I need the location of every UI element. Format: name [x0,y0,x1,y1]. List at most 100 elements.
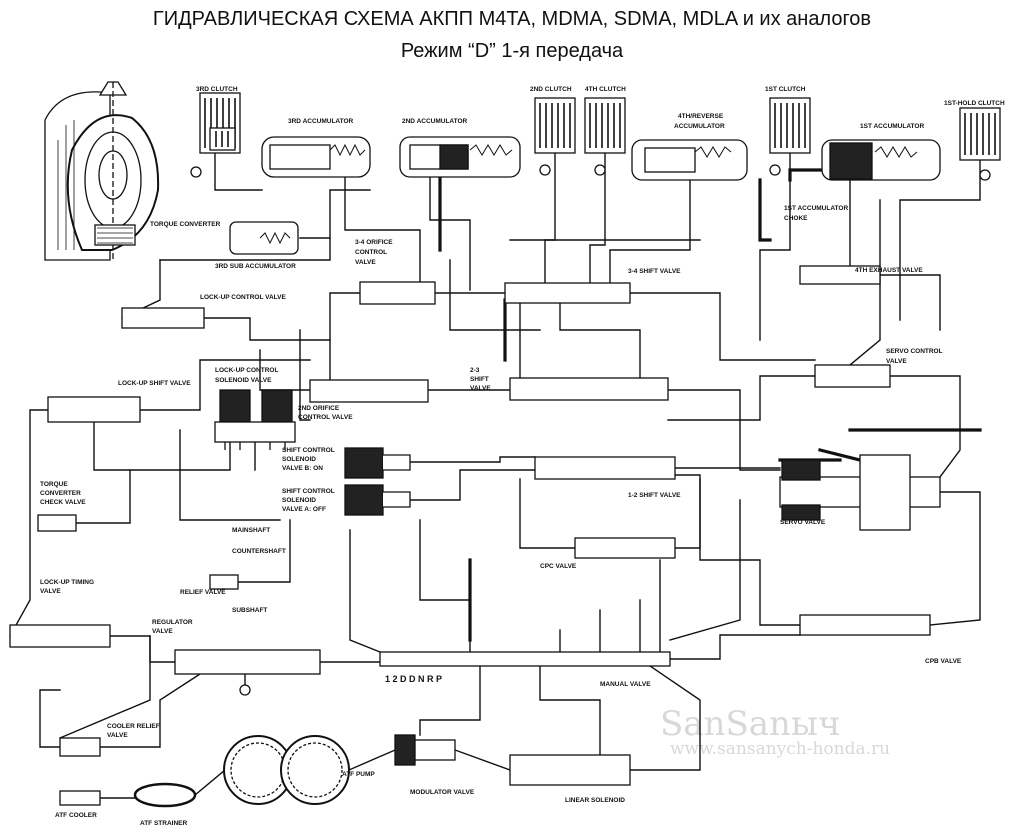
label-3-4-orifice-3: VALVE [355,259,376,266]
servo-housing [859,454,911,531]
oil-line [899,159,981,321]
3rd-accumulator [261,136,371,178]
label-4th-exhaust-valve: 4TH EXHAUST VALVE [855,267,923,274]
label-manual-valve: MANUAL VALVE [600,681,651,688]
lock-up-shift-valve-body [47,396,141,423]
label-choke-1: 1ST ACCUMULATOR [784,205,848,212]
label-lock-up-solenoid-2: SOLENOID VALVE [215,377,272,384]
label-mainshaft: MAINSHAFT [232,527,270,534]
cooler-relief-valve-body [59,737,101,757]
page-title: ГИДРАВЛИЧЕСКАЯ СХЕМА АКПП M4TA, MDMA, SD… [152,8,872,30]
label-1st-hold-clutch: 1ST-HOLD CLUTCH [944,100,1005,107]
watermark-url: www.sansanych-honda.ru [670,739,890,759]
oil-line [879,274,941,331]
oil-line [667,389,781,471]
2nd-accumulator [399,136,521,178]
4th-reverse-accumulator [631,139,748,181]
label-lock-up-timing-1: LOCK-UP TIMING [40,579,94,586]
pressure-gauge-3rd [190,166,202,178]
oil-line [93,421,231,471]
label-regulator-2: VALVE [152,628,173,635]
label-lock-up-control-valve: LOCK-UP CONTROL VALVE [200,294,286,301]
label-solenoid-b-3: VALVE B: ON [282,465,323,472]
label-3rd-accumulator: 3RD ACCUMULATOR [288,118,354,125]
lock-up-control-valve-body [121,307,205,329]
lock-up-timing-valve-body [9,624,111,648]
oil-line [609,179,691,284]
oil-line [259,349,311,391]
label-servo-control-2: VALVE [886,358,907,365]
label-modulator-valve: MODULATOR VALVE [410,789,475,796]
servo-piston-lower [781,504,821,521]
servo-control-valve-body [814,364,891,388]
label-lock-up-timing-2: VALVE [40,588,61,595]
pressurized-oil-line [758,178,772,242]
oil-line [559,302,641,379]
label-3-4-shift-valve: 3-4 SHIFT VALVE [628,268,681,275]
oil-line [194,769,226,796]
label-1st-clutch: 1ST CLUTCH [765,86,806,93]
linear-solenoid-body [509,754,631,786]
label-3-4-orifice-2: CONTROL [355,249,387,256]
oil-line [889,375,961,478]
servo-piston-upper [781,459,821,481]
2nd-clutch [534,97,576,154]
3rd-clutch [199,92,241,154]
shift-control-solenoid-b [344,447,411,479]
label-atf-pump: ATF PUMP [342,771,375,778]
pressurized-oil-line [818,448,862,462]
oil-line [629,665,701,771]
oil-line [344,176,421,283]
oil-line [759,152,791,341]
oil-line [349,529,381,653]
label-servo-control-1: SERVO CONTROL [886,348,943,355]
component-labels: 3RD CLUTCH 3RD ACCUMULATOR 2ND ACCUMULAT… [40,86,1005,827]
atf-strainer [133,782,197,808]
label-3rd-sub-accumulator: 3RD SUB ACCUMULATOR [215,263,296,270]
oil-line [59,635,151,739]
label-1st-accumulator: 1ST ACCUMULATOR [860,123,924,130]
pressure-gauge-2nd [539,164,551,176]
label-solenoid-b-2: SOLENOID [282,456,316,463]
cpc-valve-body [574,537,676,559]
label-manual-positions: 1 2 D D N R P [385,674,442,684]
oil-line [409,456,536,463]
oil-line [237,519,291,583]
cpb-valve-body [799,614,931,636]
2-3-shift-valve-body [509,377,669,401]
label-tc-check-2: CONVERTER [40,490,81,497]
label-tc-check-3: CHECK VALVE [40,499,86,506]
label-2-3-shift-2: SHIFT [470,376,489,383]
oil-line [159,189,371,261]
manual-valve-body [379,651,671,667]
1st-accumulator [821,139,941,181]
label-solenoid-a-3: VALVE A: OFF [282,506,326,513]
relief-valve-body [209,574,239,590]
1st-clutch [769,97,811,154]
2nd-orifice-control-valve-body [309,379,429,403]
label-3-4-orifice-1: 3-4 ORIFICE [355,239,393,246]
oil-line [669,499,741,641]
oil-line [419,519,471,653]
oil-line [669,634,801,660]
pressure-gauge-1st-hold [979,169,991,181]
atf-cooler-body [59,790,101,806]
3-4-shift-valve-body [504,282,631,304]
oil-line [929,491,981,626]
oil-line [589,152,606,284]
valve-bodies [9,265,941,806]
pressure-gauge-line [239,684,251,696]
watermark: SanSanыч www.sansanych-honda.ru [660,704,890,759]
oil-line [109,635,176,663]
label-2-3-shift-1: 2-3 [470,367,480,374]
label-cooler-relief-2: VALVE [107,732,128,739]
oil-line [539,665,601,756]
label-2nd-orifice-2: CONTROL VALVE [298,414,353,421]
3-4-orifice-control-valve-body [359,281,436,305]
label-2-3-shift-3: VALVE [470,385,491,392]
pressurized-oil-line [788,168,827,182]
oil-line [674,474,701,549]
label-solenoid-b-1: SHIFT CONTROL [282,447,335,454]
label-lock-up-shift-valve: LOCK-UP SHIFT VALVE [118,380,191,387]
label-4th-reverse-accumulator-1: 4TH/REVERSE [678,113,724,120]
